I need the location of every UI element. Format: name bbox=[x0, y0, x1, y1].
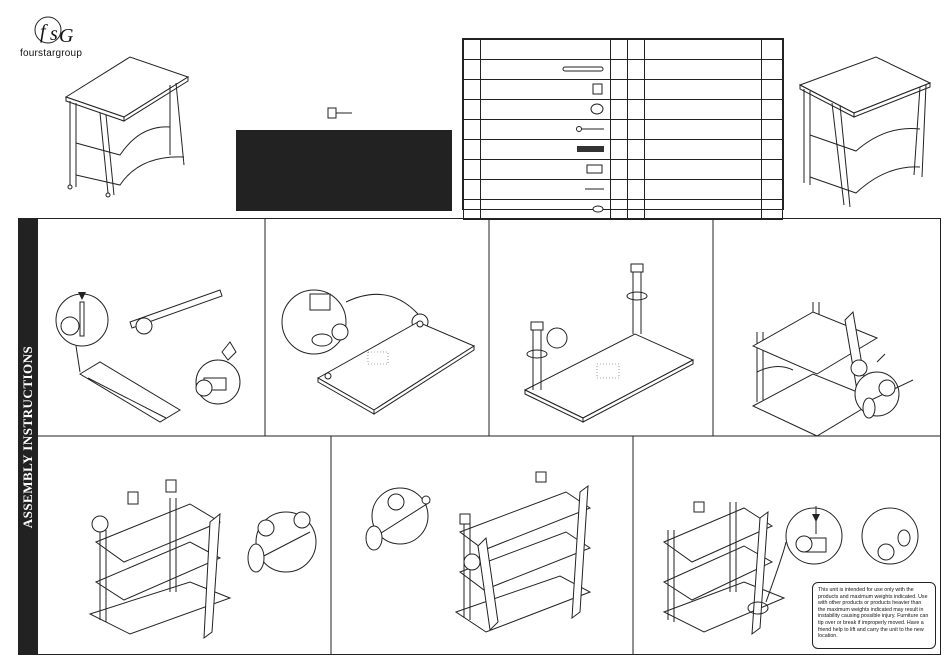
table-row bbox=[463, 59, 783, 80]
hammer-icon bbox=[327, 107, 352, 119]
step-1-illustration bbox=[55, 289, 241, 423]
table-row bbox=[463, 199, 783, 220]
table-row bbox=[463, 79, 783, 100]
table-row bbox=[463, 99, 783, 120]
table-row bbox=[463, 159, 783, 180]
table-row bbox=[463, 139, 783, 160]
wood-dowel-icon bbox=[576, 145, 604, 152]
cam-bolt-icon bbox=[590, 103, 604, 114]
banner-title: ASSEMBLY INSTRUCTIONS bbox=[19, 345, 35, 528]
product-image-right bbox=[798, 56, 932, 208]
dowel-icon bbox=[562, 66, 604, 71]
safety-warning-note: This unit is intended for use only with … bbox=[812, 582, 936, 649]
step-4-illustration bbox=[751, 302, 914, 437]
brand-name: fourstargroup bbox=[20, 48, 83, 59]
table-row bbox=[463, 39, 783, 60]
step-3-illustration bbox=[523, 263, 695, 423]
bracket-icon bbox=[586, 164, 603, 173]
brand-initials-f: f bbox=[40, 21, 48, 43]
svg-text:s: s bbox=[50, 23, 58, 45]
product-image-left bbox=[64, 56, 190, 198]
table-row bbox=[463, 119, 783, 140]
screw-icon bbox=[575, 125, 604, 132]
brand-logo: f s G bbox=[28, 12, 118, 72]
info-box bbox=[236, 130, 452, 211]
cam-nut-icon bbox=[592, 83, 603, 94]
step-badge bbox=[60, 316, 80, 336]
step-5-illustration bbox=[88, 479, 317, 640]
step-7-illustration bbox=[662, 501, 919, 636]
glide-icon bbox=[592, 205, 604, 212]
svg-text:G: G bbox=[59, 25, 74, 47]
table-row bbox=[463, 179, 783, 200]
step-6-illustration bbox=[365, 471, 592, 633]
screw-icon bbox=[584, 188, 604, 189]
assembly-banner bbox=[18, 218, 37, 655]
step-2-illustration bbox=[281, 289, 476, 415]
panel-grid bbox=[37, 218, 941, 655]
hardware-table bbox=[462, 38, 784, 220]
